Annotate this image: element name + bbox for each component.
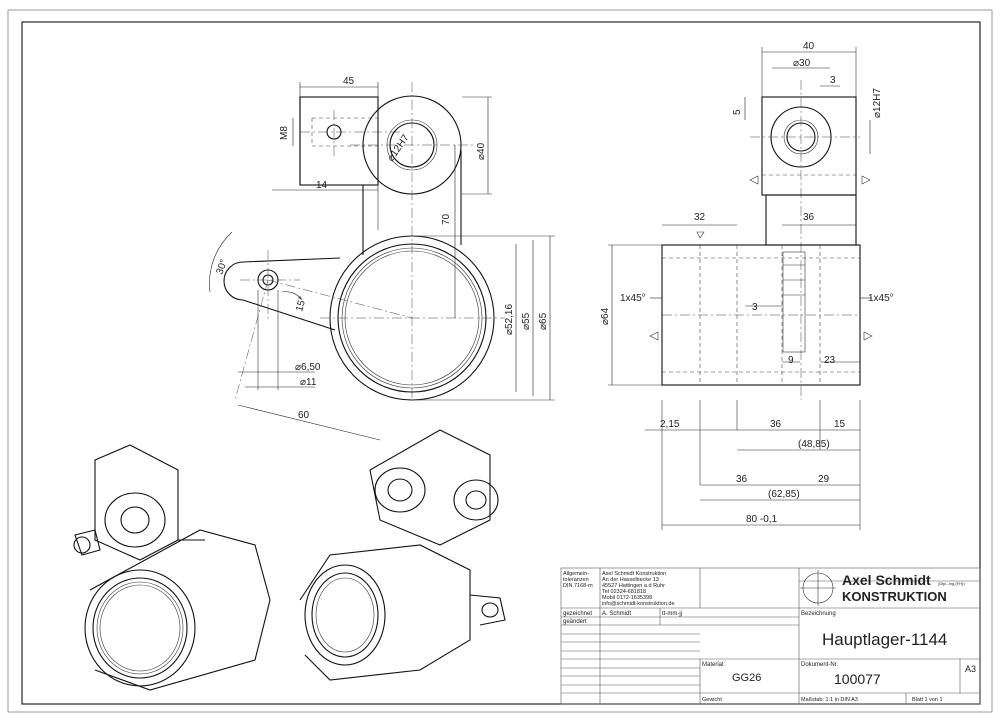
dim-dia-12h7-left: ⌀12H7 — [385, 133, 411, 164]
material-value: GG26 — [732, 672, 761, 684]
dim-45: 45 — [343, 76, 355, 87]
dim-angle-15: 15° — [294, 295, 309, 312]
dim-3-mid: 3 — [752, 302, 758, 313]
label-gezeichnet: gezeichnet — [563, 611, 592, 617]
dim-dia-65: ⌀65 — [538, 312, 549, 330]
drawn-date: tt-mm-jj — [662, 611, 682, 617]
dim-dia-6-50: ⌀6,50 — [295, 362, 321, 373]
dim-dia-30: ⌀30 — [793, 58, 811, 69]
dim-15: 15 — [834, 419, 846, 430]
company-name-1: Axel Schmidt — [842, 572, 931, 588]
dim-chamfer-right: 1x45° — [868, 293, 894, 304]
tolerance-label-3: DIN 7168-m — [563, 583, 593, 589]
dim-36-b: 36 — [736, 474, 748, 485]
side-view: 40 ⌀30 3 5 ⌀12H7 32 36 ⌀64 1x45° 1x45° 3… — [600, 41, 894, 530]
dim-60: 60 — [298, 410, 310, 421]
dim-32: 32 — [694, 212, 706, 223]
drawing-frame — [21, 21, 981, 705]
dim-3-top: 3 — [830, 75, 836, 86]
dim-70: 70 — [441, 213, 452, 225]
dim-80: 80 -0,1 — [746, 514, 778, 525]
address-line-3: 45527 Hattingen a.d Ruhr — [602, 583, 665, 589]
label-geaendert: geändert — [563, 619, 587, 625]
address-line-2: An der Hasselbecke 13 — [602, 577, 659, 583]
tolerance-label-1: Allgemein- — [563, 571, 589, 577]
sheet-size: A3 — [965, 664, 976, 674]
dim-5: 5 — [732, 109, 743, 115]
dim-48-85: (48,85) — [798, 439, 830, 450]
document-number: 100077 — [834, 671, 881, 687]
dim-angle-30: 30° — [214, 258, 230, 276]
dim-dia-55: ⌀55 — [521, 312, 532, 330]
dim-dia-11: ⌀11 — [300, 377, 317, 388]
label-dokument: Dokument-Nr. — [801, 662, 838, 668]
dim-14: 14 — [316, 180, 328, 191]
tolerance-label-2: toleranzen — [563, 577, 589, 583]
dim-36-a: 36 — [770, 419, 782, 430]
scale-info: Maßstab: 1:1 in DIN A3 — [801, 697, 858, 703]
dim-23: 23 — [824, 355, 836, 366]
company-name-2: KONSTRUKTION — [842, 589, 947, 604]
sheet-info: Blatt 1 von 1 — [912, 697, 943, 703]
address-line-4: Tel 02324-681818 — [602, 589, 646, 595]
label-bezeichnung: Bezeichnung — [801, 611, 836, 617]
dim-40: 40 — [803, 41, 815, 52]
part-name: Hauptlager-1144 — [822, 630, 947, 649]
isometric-view-1 — [73, 444, 271, 691]
dim-62-85: (62,85) — [768, 489, 800, 500]
label-gewicht: Gewicht — [702, 697, 722, 703]
address-line-5: Mobil 0172-1635398 — [602, 595, 652, 601]
dim-m8: M8 — [279, 126, 290, 140]
company-small-text: (Dipl.-Ing.(FH)) — [938, 581, 965, 586]
dim-dia-40: ⌀40 — [476, 142, 487, 160]
dim-9: 9 — [788, 355, 794, 366]
isometric-view-2 — [299, 429, 506, 681]
dim-36-upper: 36 — [803, 212, 815, 223]
address-line-1: Axel Schmidt Konstruktion — [602, 571, 666, 577]
front-view: 45 M8 ⌀12H7 ⌀40 14 70 30° 15° ⌀52,16 ⌀55… — [209, 76, 555, 441]
address-line-6: info@schmidt-konstruktion.de — [602, 601, 675, 607]
dim-dia-52: ⌀52,16 — [504, 304, 515, 335]
title-block: Allgemein- toleranzen DIN 7168-m Axel Sc… — [560, 567, 981, 705]
dim-2-15: 2,15 — [660, 419, 680, 430]
label-material: Material: — [702, 662, 725, 668]
dim-chamfer-left: 1x45° — [620, 293, 646, 304]
drawn-by: A. Schmidt — [602, 611, 631, 617]
dim-29: 29 — [818, 474, 830, 485]
dim-dia-12h7-right: ⌀12H7 — [872, 88, 883, 118]
outer-border — [7, 9, 993, 713]
dim-dia-64: ⌀64 — [600, 307, 611, 325]
